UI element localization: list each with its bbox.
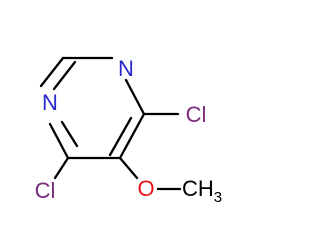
bond-c6-n1	[48, 122, 70, 160]
bond-c6-cl	[53, 156, 70, 180]
methyl-group: CH3	[182, 176, 222, 206]
bond-c4-c5-inner	[108, 116, 133, 157]
bond-c4-c5	[118, 112, 146, 160]
structure-diagram: N N Cl Cl O CH3	[35, 56, 223, 206]
nitrogen-atom-left: N	[42, 90, 58, 115]
methyl-subscript: 3	[214, 189, 222, 206]
bond-c2-n1-inner	[52, 60, 77, 91]
chlorine-atom-bottom: Cl	[35, 178, 56, 203]
nitrogen-atom-top: N	[118, 56, 134, 81]
oxygen-atom: O	[137, 176, 154, 201]
bond-c6-n1-inner	[60, 120, 79, 148]
chlorine-atom-right: Cl	[186, 102, 207, 127]
bond-n3-c4	[124, 78, 146, 116]
methyl-ch: CH	[182, 176, 214, 201]
bonds	[39, 56, 182, 191]
bond-c2-n1	[39, 56, 65, 88]
bond-c5-o	[118, 156, 139, 180]
